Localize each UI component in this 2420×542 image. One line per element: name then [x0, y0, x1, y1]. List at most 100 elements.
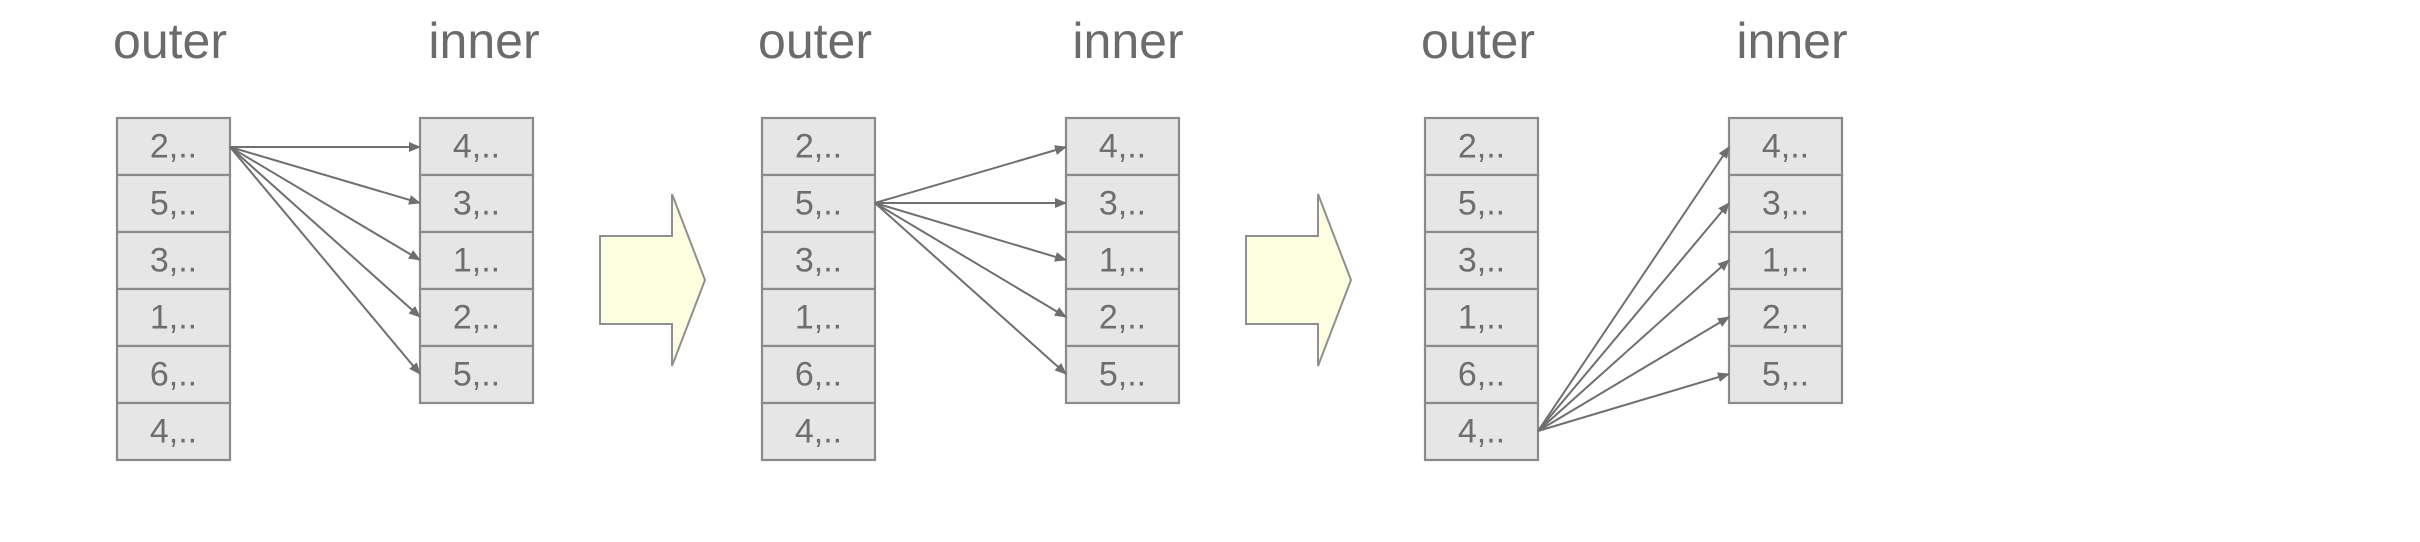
outer-cell-text: 5,..	[795, 185, 842, 223]
outer-cell: 2,..	[760, 116, 877, 177]
outer-cell-text: 2,..	[1458, 128, 1505, 166]
inner-title: inner	[428, 13, 539, 69]
inner-cell: 2,..	[1727, 287, 1844, 348]
inner-cell-text: 4,..	[453, 128, 500, 166]
inner-cell: 1,..	[1727, 230, 1844, 291]
inner-cell: 2,..	[418, 287, 535, 348]
outer-cell-text: 4,..	[150, 413, 197, 451]
inner-cell: 4,..	[418, 116, 535, 177]
outer-table: 2,.. 5,.. 3,.. 1,.. 6,.. 4,..	[760, 116, 877, 462]
panel-3: outer inner 2,.. 5,.. 3,.. 1,.. 6,.. 4,.…	[1421, 13, 1848, 462]
inner-cell-text: 2,..	[1099, 299, 1146, 337]
outer-cell: 3,..	[115, 230, 232, 291]
inner-cell: 5,..	[1727, 344, 1844, 405]
inner-cell-text: 4,..	[1099, 128, 1146, 166]
join-edge	[874, 202, 1067, 262]
outer-cell-text: 3,..	[1458, 242, 1505, 280]
join-edges	[874, 145, 1067, 375]
inner-table: 4,.. 3,.. 1,.. 2,.. 5,..	[1064, 116, 1181, 405]
join-edge	[874, 202, 1067, 375]
inner-cell-text: 3,..	[453, 185, 500, 223]
outer-cell-text: 6,..	[1458, 356, 1505, 394]
inner-cell: 5,..	[1064, 344, 1181, 405]
inner-cell: 1,..	[418, 230, 535, 291]
outer-cell: 2,..	[1423, 116, 1540, 177]
panel-2: outer inner 2,.. 5,.. 3,.. 1,.. 6,.. 4,.…	[758, 13, 1184, 462]
outer-cell: 4,..	[760, 401, 877, 462]
join-edge	[874, 202, 1067, 318]
inner-cell: 2,..	[1064, 287, 1181, 348]
outer-cell: 6,..	[760, 344, 877, 405]
outer-cell: 2,..	[115, 116, 232, 177]
inner-table: 4,.. 3,.. 1,.. 2,.. 5,..	[418, 116, 535, 405]
join-edge	[229, 146, 421, 318]
outer-cell-text: 6,..	[795, 356, 842, 394]
outer-cell-text: 1,..	[150, 299, 197, 337]
inner-cell: 4,..	[1064, 116, 1181, 177]
panel-1: outer inner 2,.. 5,.. 3,.. 1,.. 6,.. 4,.…	[113, 13, 540, 462]
inner-cell: 1,..	[1064, 230, 1181, 291]
inner-cell: 4,..	[1727, 116, 1844, 177]
inner-cell-text: 1,..	[1762, 242, 1809, 280]
outer-cell-text: 5,..	[150, 185, 197, 223]
right-arrow-icon	[1245, 193, 1353, 367]
inner-cell-text: 3,..	[1099, 185, 1146, 223]
inner-cell-text: 5,..	[453, 356, 500, 394]
join-edge	[1537, 146, 1730, 432]
outer-cell-text: 3,..	[795, 242, 842, 280]
outer-cell: 5,..	[760, 173, 877, 234]
join-edge	[229, 146, 421, 375]
outer-cell: 4,..	[115, 401, 232, 462]
outer-cell-text: 4,..	[795, 413, 842, 451]
join-edge	[1537, 202, 1730, 432]
outer-cell: 3,..	[1423, 230, 1540, 291]
outer-cell-text: 3,..	[150, 242, 197, 280]
outer-cell-text: 4,..	[1458, 413, 1505, 451]
outer-cell: 6,..	[1423, 344, 1540, 405]
outer-cell: 1,..	[1423, 287, 1540, 348]
inner-cell-text: 5,..	[1099, 356, 1146, 394]
outer-table: 2,.. 5,.. 3,.. 1,.. 6,.. 4,..	[1423, 116, 1540, 462]
right-arrow-icon	[599, 193, 707, 367]
inner-cell-text: 5,..	[1762, 356, 1809, 394]
inner-cell-text: 4,..	[1762, 128, 1809, 166]
outer-cell: 1,..	[115, 287, 232, 348]
join-edge	[229, 146, 421, 261]
outer-cell-text: 5,..	[1458, 185, 1505, 223]
outer-cell: 3,..	[760, 230, 877, 291]
outer-cell-text: 2,..	[795, 128, 842, 166]
outer-cell: 5,..	[115, 173, 232, 234]
outer-cell: 1,..	[760, 287, 877, 348]
outer-title: outer	[113, 13, 227, 69]
inner-table: 4,.. 3,.. 1,.. 2,.. 5,..	[1727, 116, 1844, 405]
inner-title: inner	[1072, 13, 1183, 69]
join-edges	[1537, 146, 1730, 432]
outer-table: 2,.. 5,.. 3,.. 1,.. 6,.. 4,..	[115, 116, 232, 462]
outer-cell-text: 1,..	[795, 299, 842, 337]
join-edges	[229, 142, 421, 375]
inner-cell-text: 1,..	[453, 242, 500, 280]
outer-cell-text: 6,..	[150, 356, 197, 394]
outer-title: outer	[1421, 13, 1535, 69]
join-edge	[874, 145, 1067, 204]
inner-cell: 3,..	[1727, 173, 1844, 234]
inner-title: inner	[1736, 13, 1847, 69]
inner-cell-text: 2,..	[453, 299, 500, 337]
outer-cell: 4,..	[1423, 401, 1540, 462]
join-edge	[1537, 372, 1730, 432]
inner-cell: 3,..	[418, 173, 535, 234]
inner-cell-text: 2,..	[1762, 299, 1809, 337]
outer-cell: 6,..	[115, 344, 232, 405]
inner-cell-text: 3,..	[1762, 185, 1809, 223]
outer-title: outer	[758, 13, 872, 69]
join-edge	[1537, 316, 1730, 432]
join-edge	[229, 146, 421, 205]
outer-cell: 5,..	[1423, 173, 1540, 234]
inner-cell-text: 1,..	[1099, 242, 1146, 280]
inner-cell: 3,..	[1064, 173, 1181, 234]
inner-cell: 5,..	[418, 344, 535, 405]
outer-cell-text: 1,..	[1458, 299, 1505, 337]
outer-cell-text: 2,..	[150, 128, 197, 166]
join-edge	[1537, 259, 1730, 432]
